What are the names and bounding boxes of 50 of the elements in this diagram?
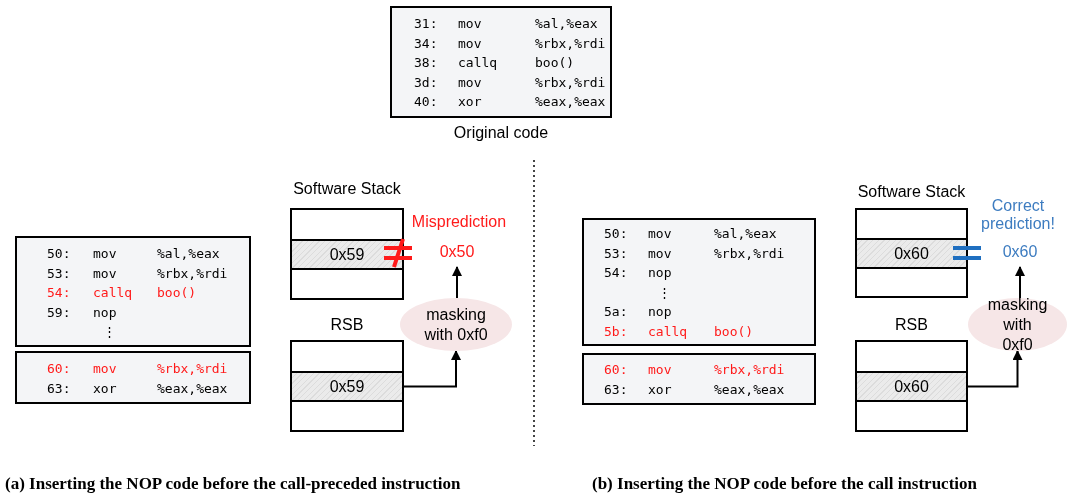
masking-ellipse: masking with 0xf0 bbox=[968, 298, 1067, 351]
code-line: 38: callq boo() bbox=[413, 54, 576, 72]
stack-heading: Software Stack bbox=[292, 180, 402, 198]
address-value: 0x60 bbox=[985, 243, 1055, 265]
arrow bbox=[967, 350, 1023, 388]
code-listing-box bbox=[582, 218, 816, 346]
code-listing-box bbox=[15, 351, 251, 404]
code-line: 60: mov %rbx,%rdi bbox=[603, 361, 786, 379]
arrow bbox=[452, 266, 462, 299]
code-line: ⋮ bbox=[657, 283, 672, 302]
code-line: 50: mov %al,%eax bbox=[603, 225, 778, 243]
code-line: 53: mov %rbx,%rdi bbox=[603, 244, 786, 263]
code-line: 63: xor %eax,%eax bbox=[46, 379, 229, 398]
code-line: 54: callq boo() bbox=[46, 284, 198, 302]
code-line: 34: mov %rbx,%rdi bbox=[413, 34, 607, 53]
code-line: ⋮ bbox=[102, 323, 117, 341]
code-line: 5a: nop bbox=[603, 303, 673, 321]
stack-entry: 0x59 bbox=[290, 371, 404, 402]
code-line: 31: mov %al,%eax bbox=[413, 15, 599, 33]
stack-entry: 0x59 bbox=[290, 239, 404, 270]
code-line: 5b: callq boo() bbox=[603, 322, 755, 341]
stack-heading: RSB bbox=[329, 316, 365, 334]
code-line: 53: mov %rbx,%rdi bbox=[46, 264, 229, 283]
stack-table bbox=[290, 208, 404, 300]
code-line: 63: xor %eax,%eax bbox=[603, 380, 786, 399]
code-line: 3d: mov %rbx,%rdi bbox=[413, 73, 607, 92]
masking-ellipse: masking with 0xf0 bbox=[400, 298, 512, 351]
code-line: 54: nop bbox=[603, 264, 673, 282]
caption: (a) Inserting the NOP code before the call-preceded instruction bbox=[5, 474, 461, 494]
code-listing-box bbox=[15, 236, 251, 347]
stack-table bbox=[855, 340, 968, 432]
stack-entry: 0x60 bbox=[855, 371, 968, 402]
address-value: 0x50 bbox=[417, 243, 497, 265]
status-label: Correct prediction! bbox=[980, 197, 1056, 233]
status-label: Misprediction bbox=[410, 213, 508, 231]
stack-table bbox=[290, 340, 404, 432]
stack-heading: Software Stack bbox=[856, 183, 967, 201]
arrow bbox=[403, 350, 461, 388]
arrow bbox=[1015, 266, 1025, 299]
stack-table bbox=[855, 208, 968, 298]
code-line: 40: xor %eax,%eax bbox=[413, 93, 607, 111]
stack-heading: RSB bbox=[894, 316, 929, 334]
code-listing-box bbox=[390, 6, 612, 118]
code-line: 50: mov %al,%eax bbox=[46, 245, 221, 263]
code-line: 60: mov %rbx,%rdi bbox=[46, 360, 229, 378]
code-listing-box bbox=[582, 353, 816, 405]
code-caption: Original code bbox=[452, 124, 550, 142]
caption: (b) Inserting the NOP code before the call instruction bbox=[592, 474, 977, 494]
code-line: 59: nop bbox=[46, 303, 118, 322]
stack-entry: 0x60 bbox=[855, 238, 968, 269]
